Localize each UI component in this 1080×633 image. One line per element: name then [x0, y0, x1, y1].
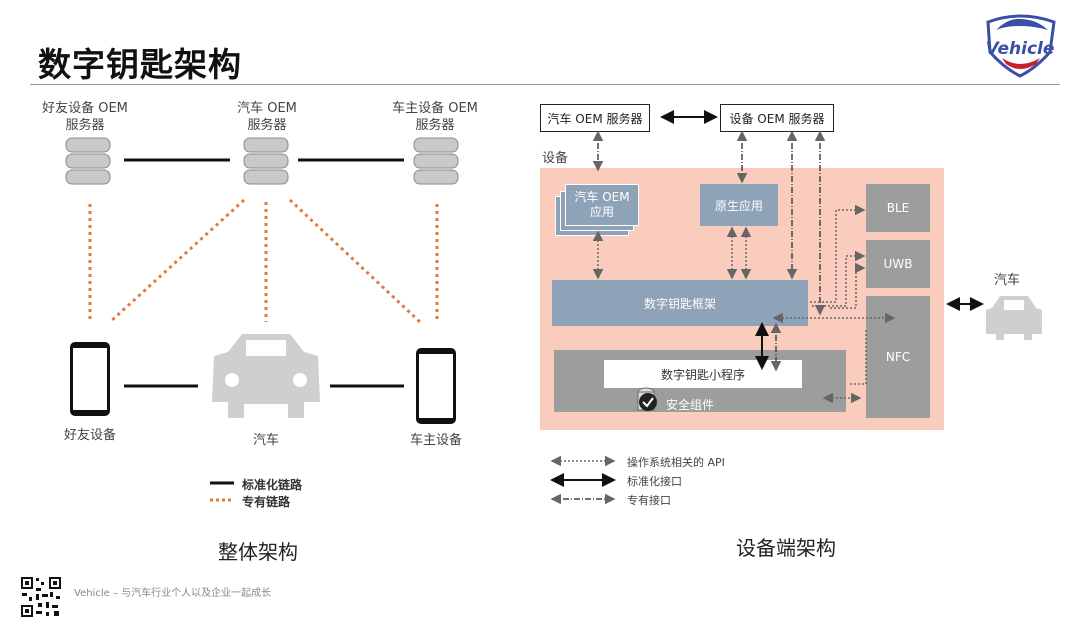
server-car-icon: [243, 137, 289, 185]
phone-owner-icon: [416, 348, 456, 424]
framework-uwb-arrow: [812, 250, 866, 307]
car-icon: [212, 334, 320, 418]
friend-device-label: 好友设备: [63, 428, 116, 443]
legend-standard-label: 标准化链路: [242, 478, 303, 492]
overall-caption: 整体架构: [218, 540, 298, 564]
digital-key-applet-box: 数字钥匙小程序: [604, 360, 802, 388]
vehicle-logo: Vehicle: [978, 12, 1062, 78]
legend-private-if-label: 专有接口: [627, 494, 671, 507]
owner-device-label: 车主设备: [409, 433, 462, 448]
device-architecture-connectors: [550, 110, 1042, 505]
private-car-server-friend: [108, 198, 246, 324]
server-owner-icon: [413, 137, 459, 185]
server-friend-icon: [65, 137, 111, 185]
overall-architecture-diagram: [65, 137, 459, 502]
secure-element-label: 安全组件: [666, 398, 715, 412]
device-oem-server-box: 设备 OEM 服务器: [720, 104, 834, 132]
device-caption: 设备端架构: [736, 536, 836, 560]
car-label: 汽车: [252, 433, 279, 448]
framework-ble-arrow: [810, 204, 866, 303]
legend-private-label: 专有链路: [242, 495, 291, 509]
phone-friend-icon: [70, 342, 110, 416]
page-title: 数字钥匙架构: [38, 45, 242, 84]
car-oem-server-box: 汽车 OEM 服务器: [540, 104, 650, 132]
native-app-box: 原生应用: [700, 184, 778, 226]
secure-element-icon: [637, 387, 657, 411]
ble-box: BLE: [866, 184, 930, 232]
applet-nfc-line: [850, 329, 867, 385]
legend-standard-if-label: 标准化接口: [627, 475, 682, 488]
qr-code-icon[interactable]: [20, 576, 62, 618]
right-car-label: 汽车: [994, 273, 1021, 288]
digital-key-framework-box: 数字钥匙框架: [552, 280, 808, 326]
title-divider: [30, 84, 1060, 85]
device-label: 设备: [542, 151, 569, 166]
logo-text: Vehicle: [986, 39, 1055, 59]
private-car-server-owner: [288, 198, 422, 324]
right-car-icon: [986, 296, 1042, 340]
framework-uwb-arrow-2: [830, 262, 866, 309]
uwb-box: UWB: [866, 240, 930, 288]
footer-text: Vehicle – 与汽车行业个人以及企业一起成长: [74, 588, 272, 599]
legend-os-api-label: 操作系统相关的 API: [627, 456, 725, 469]
